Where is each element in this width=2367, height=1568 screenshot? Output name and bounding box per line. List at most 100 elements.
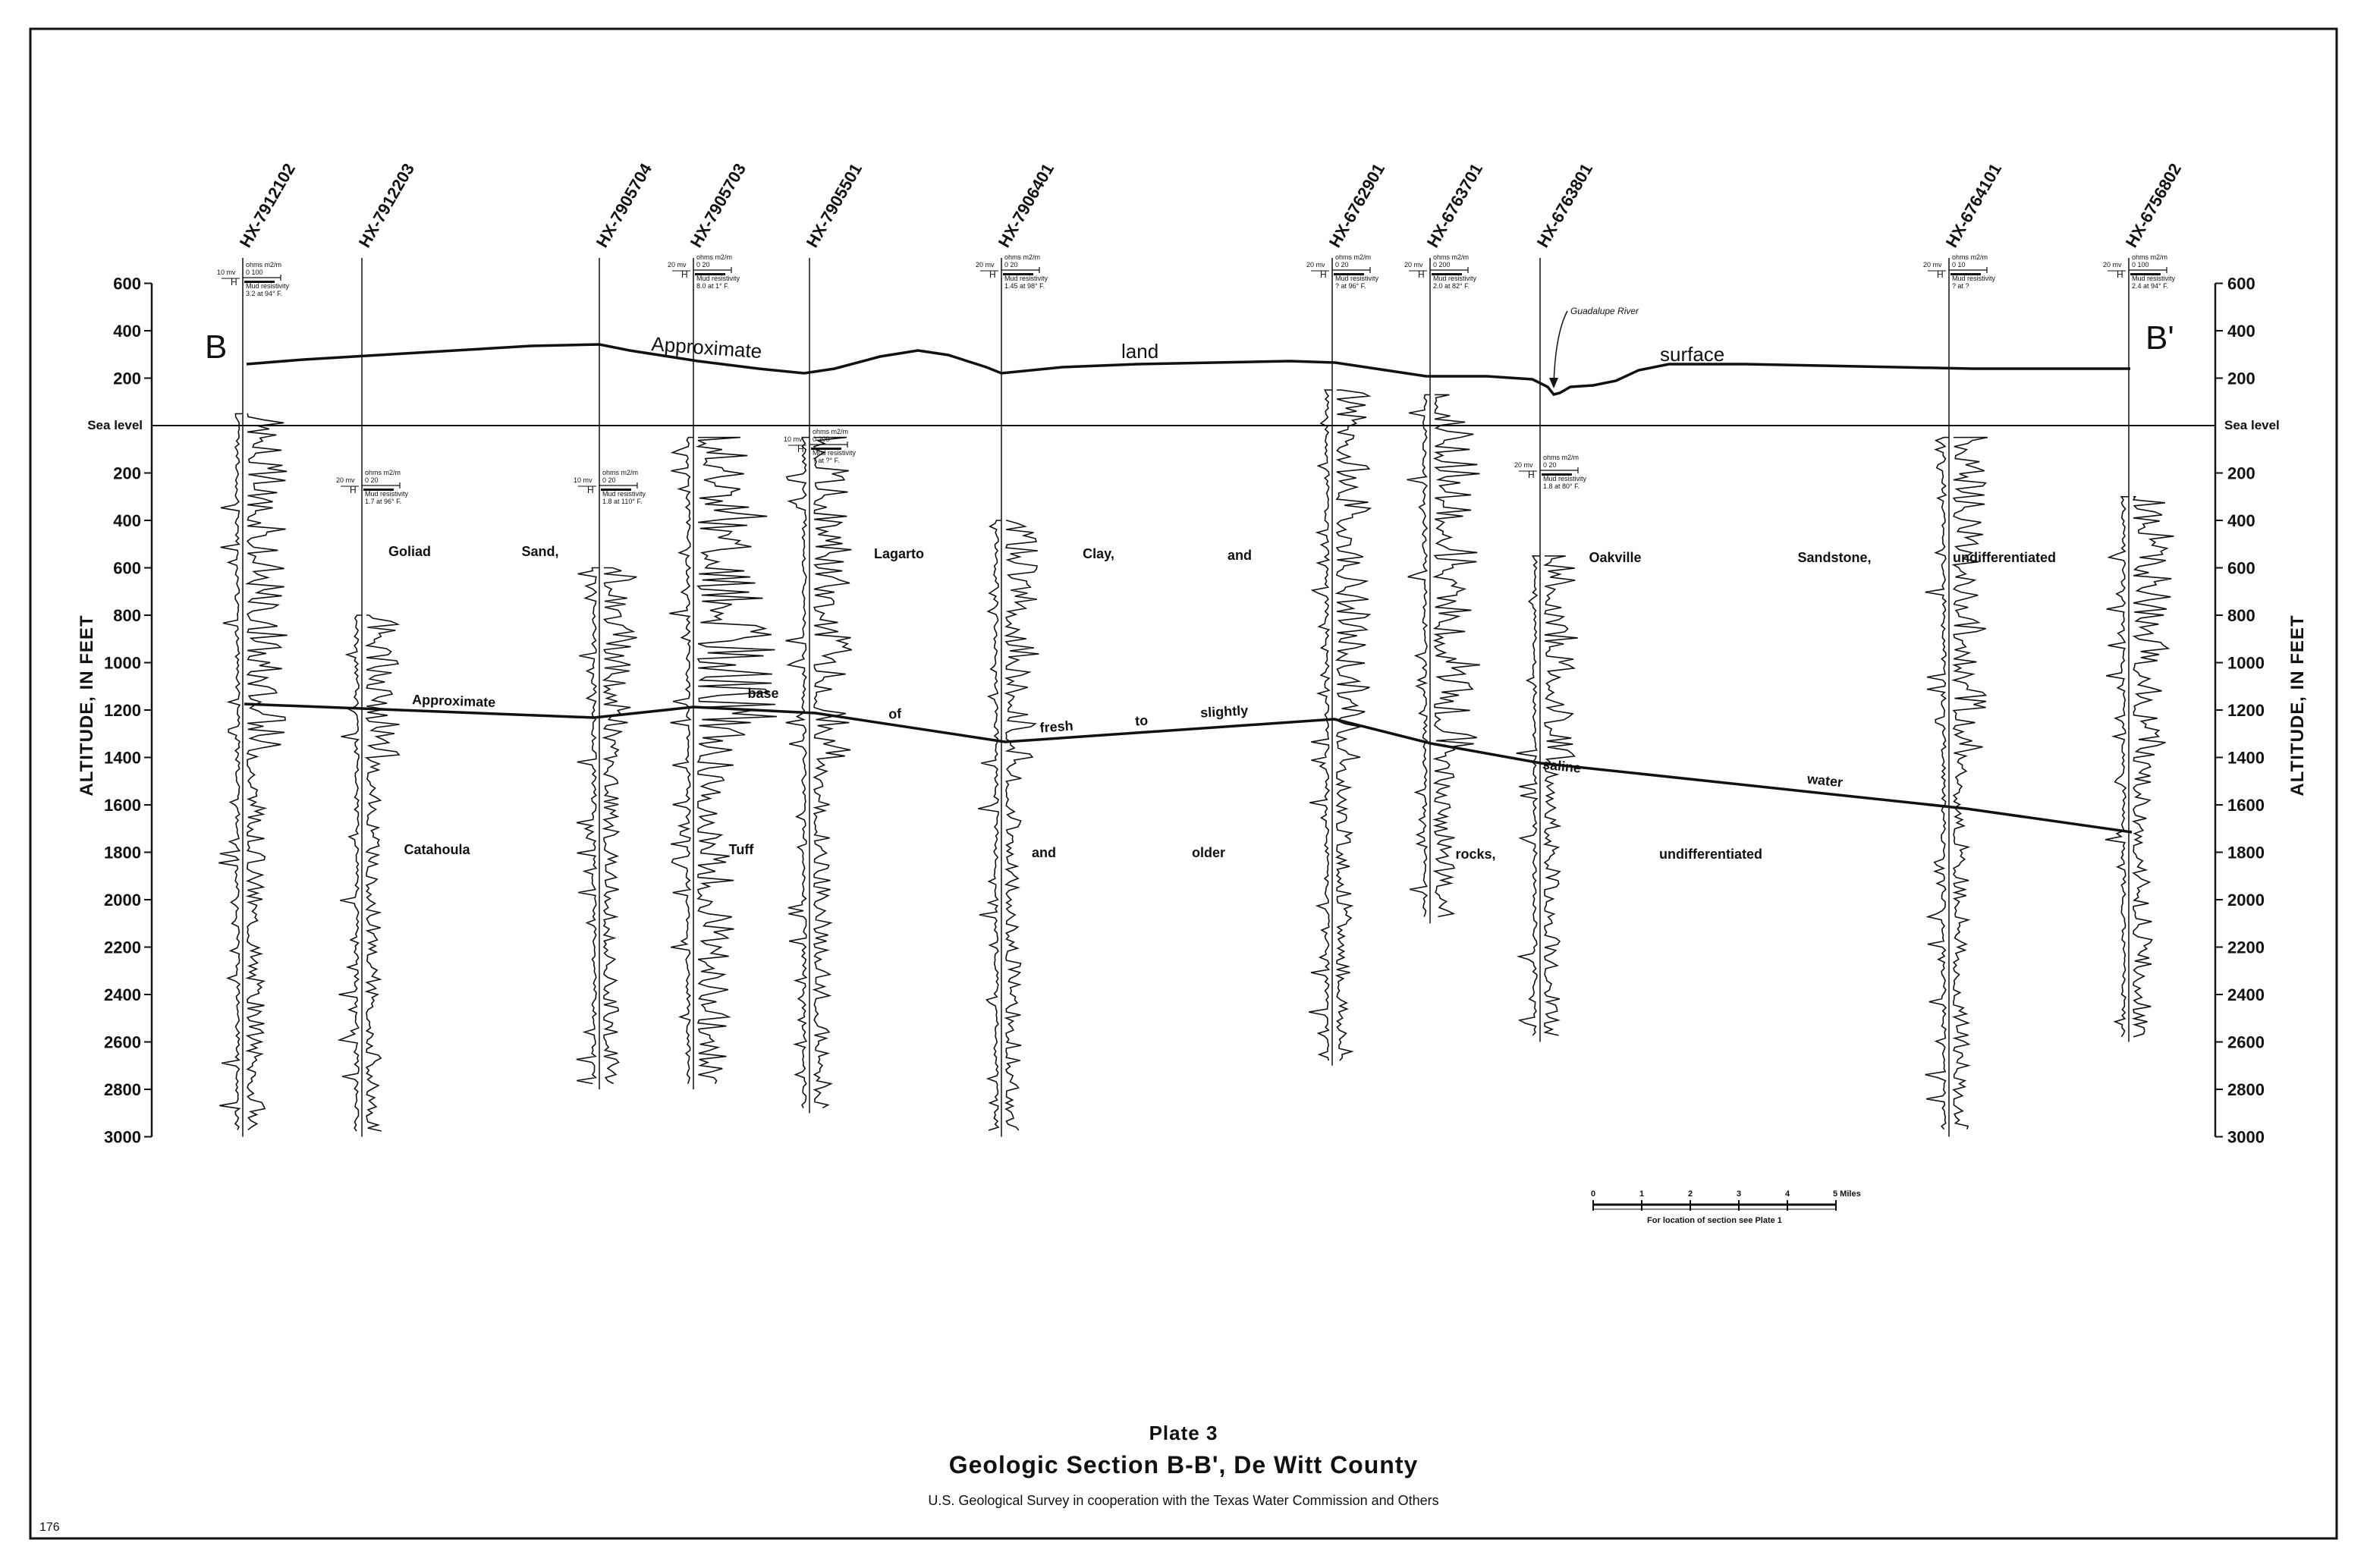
svg-text:H: H <box>1320 269 1327 280</box>
alt-label-right-15: 2600 <box>2227 1033 2265 1052</box>
svg-text:10 mv: 10 mv <box>574 476 593 484</box>
svg-text:ohms m2/m: ohms m2/m <box>1004 253 1040 261</box>
svg-text:H: H <box>2117 269 2123 280</box>
well-name: HX-6763801 <box>1533 160 1596 250</box>
alt-label-left-3: 200 <box>113 464 141 483</box>
svg-text:Mud resistivity: Mud resistivity <box>1543 475 1587 482</box>
alt-label-left-0: 600 <box>113 275 141 294</box>
svg-text:Mud resistivity: Mud resistivity <box>365 490 409 498</box>
svg-text:20 mv: 20 mv <box>668 261 687 269</box>
svg-text:? at 96° F.: ? at 96° F. <box>1335 282 1366 290</box>
sp-curve <box>978 520 1001 1131</box>
svg-text:H: H <box>350 485 357 495</box>
boundary-word-2: of <box>888 706 903 722</box>
alt-label-right-7: 1000 <box>2227 654 2265 673</box>
svg-text:20 mv: 20 mv <box>2103 261 2122 269</box>
svg-text:ohms m2/m: ohms m2/m <box>1952 253 1988 261</box>
sp-curve <box>337 614 362 1132</box>
lower-unit-word-4: rocks, <box>1455 847 1495 862</box>
upper-unit-word-1: Sand, <box>521 544 558 559</box>
upper-unit-word-6: Sandstone, <box>1797 550 1871 565</box>
well-name: HX-7912203 <box>355 160 418 250</box>
boundary-word-3: fresh <box>1039 718 1073 736</box>
sp-curve <box>2105 495 2130 1038</box>
alt-label-right-14: 2400 <box>2227 985 2265 1004</box>
alt-label-left-15: 2600 <box>104 1033 141 1052</box>
svg-text:Mud resistivity: Mud resistivity <box>1952 275 1996 282</box>
sp-curve <box>1516 555 1541 1036</box>
svg-text:Mud resistivity: Mud resistivity <box>2132 275 2176 282</box>
svg-text:H: H <box>681 269 688 280</box>
resistivity-curve <box>1542 555 1578 1036</box>
upper-unit-word-2: Lagarto <box>874 546 924 561</box>
resistivity-curve <box>364 614 401 1132</box>
section-end-left: B <box>205 328 227 366</box>
svg-text:Mud resistivity: Mud resistivity <box>813 449 857 457</box>
sp-curve <box>1407 394 1431 917</box>
upper-unit-word-7: undifferentiated <box>1953 550 2056 565</box>
resistivity-curve <box>812 436 853 1109</box>
alt-label-right-13: 2200 <box>2227 938 2265 957</box>
boundary-word-7: water <box>1806 771 1844 790</box>
svg-text:20 mv: 20 mv <box>976 261 995 269</box>
svg-text:20 mv: 20 mv <box>1306 261 1325 269</box>
svg-text:H: H <box>587 485 594 495</box>
svg-text:0 20: 0 20 <box>1543 461 1557 469</box>
svg-text:? at ?° F.: ? at ?° F. <box>813 457 840 464</box>
lower-unit-word-5: undifferentiated <box>1659 847 1762 862</box>
sea-level-label-left: Sea level <box>87 418 143 432</box>
alt-label-right-11: 1800 <box>2227 844 2265 863</box>
svg-text:0 10: 0 10 <box>1952 261 1966 269</box>
svg-text:Mud resistivity: Mud resistivity <box>246 282 290 290</box>
land-word-1: Approximate <box>651 332 763 363</box>
alt-label-left-11: 1800 <box>104 844 141 863</box>
svg-text:ohms m2/m: ohms m2/m <box>246 261 281 269</box>
svg-text:Mud resistivity: Mud resistivity <box>1335 275 1379 282</box>
alt-label-right-5: 600 <box>2227 559 2255 578</box>
alt-label-right-0: 600 <box>2227 275 2255 294</box>
svg-text:H: H <box>797 444 804 454</box>
alt-label-right-6: 800 <box>2227 606 2255 625</box>
resistivity-curve <box>244 413 288 1131</box>
well-name: HX-6756802 <box>2122 160 2185 250</box>
svg-text:0 20: 0 20 <box>696 261 710 269</box>
svg-text:20 mv: 20 mv <box>336 476 355 484</box>
plate-credit: U.S. Geological Survey in cooperation wi… <box>928 1493 1438 1508</box>
svg-text:2.4 at 94° F.: 2.4 at 94° F. <box>2132 282 2168 290</box>
sp-curve <box>218 413 244 1130</box>
scale-tick-2: 2 <box>1688 1189 1693 1199</box>
plate-frame <box>29 27 2338 1540</box>
svg-text:ohms m2/m: ohms m2/m <box>1543 454 1579 461</box>
lower-unit-word-2: and <box>1032 845 1056 860</box>
resistivity-curve <box>695 436 777 1084</box>
resistivity-curve <box>1334 389 1372 1061</box>
alt-label-left-14: 2400 <box>104 985 141 1004</box>
alt-label-right-8: 1200 <box>2227 701 2265 720</box>
alt-label-left-1: 400 <box>113 322 141 341</box>
alt-label-left-8: 1200 <box>104 701 141 720</box>
svg-text:1.8 at 80° F.: 1.8 at 80° F. <box>1543 482 1580 490</box>
svg-text:ohms m2/m: ohms m2/m <box>696 253 732 261</box>
svg-text:10 mv: 10 mv <box>217 269 236 276</box>
boundary-word-6: saline <box>1542 756 1582 775</box>
alt-label-right-4: 400 <box>2227 511 2255 530</box>
alt-label-left-4: 400 <box>113 511 141 530</box>
svg-text:Mud resistivity: Mud resistivity <box>696 275 740 282</box>
river-label: Guadalupe River <box>1570 306 1639 316</box>
svg-text:10 mv: 10 mv <box>784 435 803 443</box>
lower-unit-word-3: older <box>1192 845 1225 860</box>
svg-text:H: H <box>231 277 237 288</box>
svg-text:2.0 at 82° F.: 2.0 at 82° F. <box>1433 282 1470 290</box>
alt-label-right-1: 400 <box>2227 322 2255 341</box>
